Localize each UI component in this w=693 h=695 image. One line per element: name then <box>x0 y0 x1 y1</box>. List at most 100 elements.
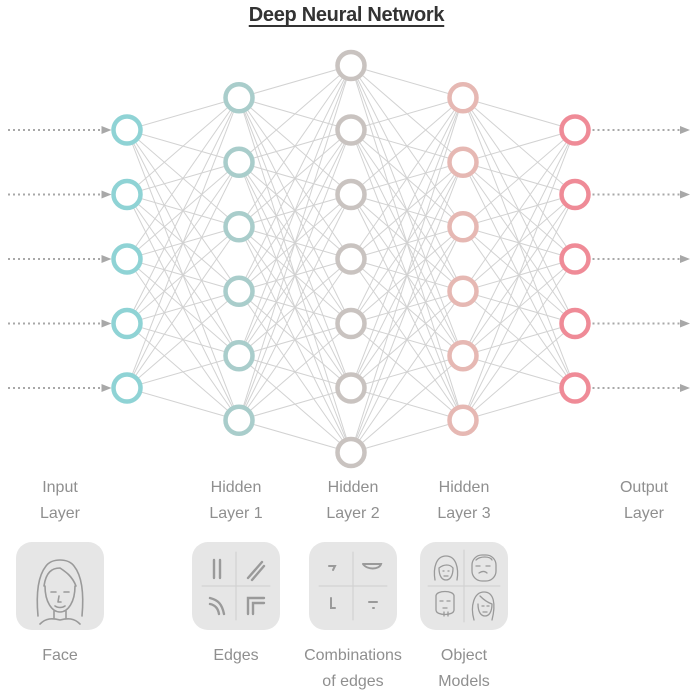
connection-hidden1-5-hidden2-2 <box>238 194 352 421</box>
connection-input-2-hidden1-0 <box>126 97 240 260</box>
node-hidden1-2 <box>223 211 255 243</box>
node-input-0 <box>111 114 143 146</box>
input-arrow-2-arrowhead <box>101 255 112 263</box>
node-hidden2-1 <box>335 114 367 146</box>
node-hidden2-3 <box>335 243 367 275</box>
connection-hidden1-5-hidden2-4 <box>238 323 352 421</box>
connection-hidden3-1-output-0 <box>462 129 576 163</box>
connection-hidden1-1-hidden2-0 <box>238 65 352 163</box>
node-hidden3-1 <box>447 146 479 178</box>
connection-input-4-hidden1-2 <box>126 226 240 389</box>
connection-input-1-hidden1-0 <box>126 97 240 195</box>
connection-hidden2-0-hidden3-0 <box>350 65 464 99</box>
output-arrow-3-arrowhead <box>680 319 690 328</box>
input-arrow-3-arrowhead <box>101 319 112 328</box>
connection-input-3-hidden1-0 <box>126 97 240 324</box>
connection-hidden2-3-hidden3-0 <box>350 97 464 260</box>
connection-hidden3-3-output-0 <box>462 129 576 292</box>
node-input-4 <box>111 372 143 404</box>
node-output-0 <box>559 114 591 146</box>
connection-hidden3-5-output-1 <box>462 194 576 421</box>
node-hidden1-1 <box>223 146 255 178</box>
node-output-2 <box>559 243 591 275</box>
caption-face: Face <box>42 647 78 664</box>
node-hidden2-6 <box>335 436 367 469</box>
node-input-1 <box>111 178 143 211</box>
node-hidden2-4 <box>335 307 367 340</box>
connection-hidden1-5-hidden2-0 <box>238 65 352 421</box>
connection-hidden2-6-hidden3-0 <box>350 97 464 453</box>
node-output-3 <box>559 307 591 340</box>
node-hidden1-4 <box>223 340 255 372</box>
neuron-nodes <box>111 49 591 469</box>
connection-hidden3-5-output-0 <box>462 129 576 421</box>
node-hidden1-3 <box>223 275 255 307</box>
output-arrow-0-arrowhead <box>680 126 690 134</box>
diagram-title: Deep Neural Network <box>248 4 445 26</box>
face-icon <box>16 542 104 630</box>
connection-hidden2-2-hidden3-0 <box>350 97 464 195</box>
node-input-2 <box>111 243 143 275</box>
connection-hidden1-5-hidden2-5 <box>238 387 352 421</box>
connection-hidden3-0-output-0 <box>462 97 576 131</box>
connection-hidden2-5-hidden3-0 <box>350 97 464 389</box>
connection-hidden3-5-output-2 <box>462 258 576 421</box>
node-hidden3-4 <box>447 340 479 372</box>
connection-hidden3-2-output-0 <box>462 129 576 228</box>
connection-hidden2-6-hidden3-2 <box>350 226 464 453</box>
input-arrow-0-arrowhead <box>101 126 112 134</box>
node-hidden1-5 <box>223 404 255 436</box>
connection-input-4-hidden1-5 <box>126 387 240 421</box>
connection-hidden1-3-hidden2-0 <box>238 65 352 292</box>
node-hidden2-5 <box>335 372 367 404</box>
connection-input-4-hidden1-3 <box>126 290 240 389</box>
output-arrow-1-arrowhead <box>680 190 690 199</box>
output-arrow-2-arrowhead <box>680 255 690 263</box>
connection-hidden1-5-hidden2-1 <box>238 129 352 421</box>
node-input-3 <box>111 307 143 340</box>
connection-input-4-hidden1-4 <box>126 355 240 389</box>
object-models-icon <box>420 542 508 630</box>
edge-combinations-icon <box>309 542 397 630</box>
connection-hidden2-6-hidden3-1 <box>350 162 464 453</box>
connection-input-0-hidden1-0 <box>126 97 240 131</box>
node-hidden3-2 <box>447 211 479 243</box>
output-arrow-4-arrowhead <box>680 384 690 392</box>
connection-hidden2-6-hidden3-3 <box>350 290 464 453</box>
connection-hidden3-4-output-0 <box>462 129 576 356</box>
connection-input-4-hidden1-0 <box>126 97 240 389</box>
input-arrow-1-arrowhead <box>101 190 112 199</box>
connection-input-4-hidden1-1 <box>126 162 240 389</box>
connection-hidden1-2-hidden2-0 <box>238 65 352 228</box>
connection-hidden2-1-hidden3-0 <box>350 97 464 131</box>
connection-hidden3-5-output-4 <box>462 387 576 421</box>
node-hidden3-3 <box>447 275 479 307</box>
io-arrows <box>8 126 690 392</box>
connection-hidden1-0-hidden2-0 <box>238 65 352 99</box>
caption-edges: Edges <box>213 647 259 664</box>
connection-hidden1-5-hidden2-3 <box>238 258 352 421</box>
node-hidden1-0 <box>223 82 255 114</box>
node-hidden2-2 <box>335 178 367 211</box>
node-hidden2-0 <box>335 49 367 82</box>
connection-hidden3-5-output-3 <box>462 323 576 421</box>
node-output-4 <box>559 372 591 404</box>
connection-hidden1-5-hidden2-6 <box>238 419 352 453</box>
connection-lines <box>126 65 576 453</box>
input-arrow-4-arrowhead <box>101 384 112 392</box>
node-output-1 <box>559 178 591 211</box>
connection-hidden1-4-hidden2-0 <box>238 65 352 356</box>
connection-hidden2-6-hidden3-5 <box>350 419 464 453</box>
node-hidden3-5 <box>447 404 479 436</box>
connection-hidden2-4-hidden3-0 <box>350 97 464 324</box>
edges-icon <box>192 542 280 630</box>
node-hidden3-0 <box>447 82 479 114</box>
